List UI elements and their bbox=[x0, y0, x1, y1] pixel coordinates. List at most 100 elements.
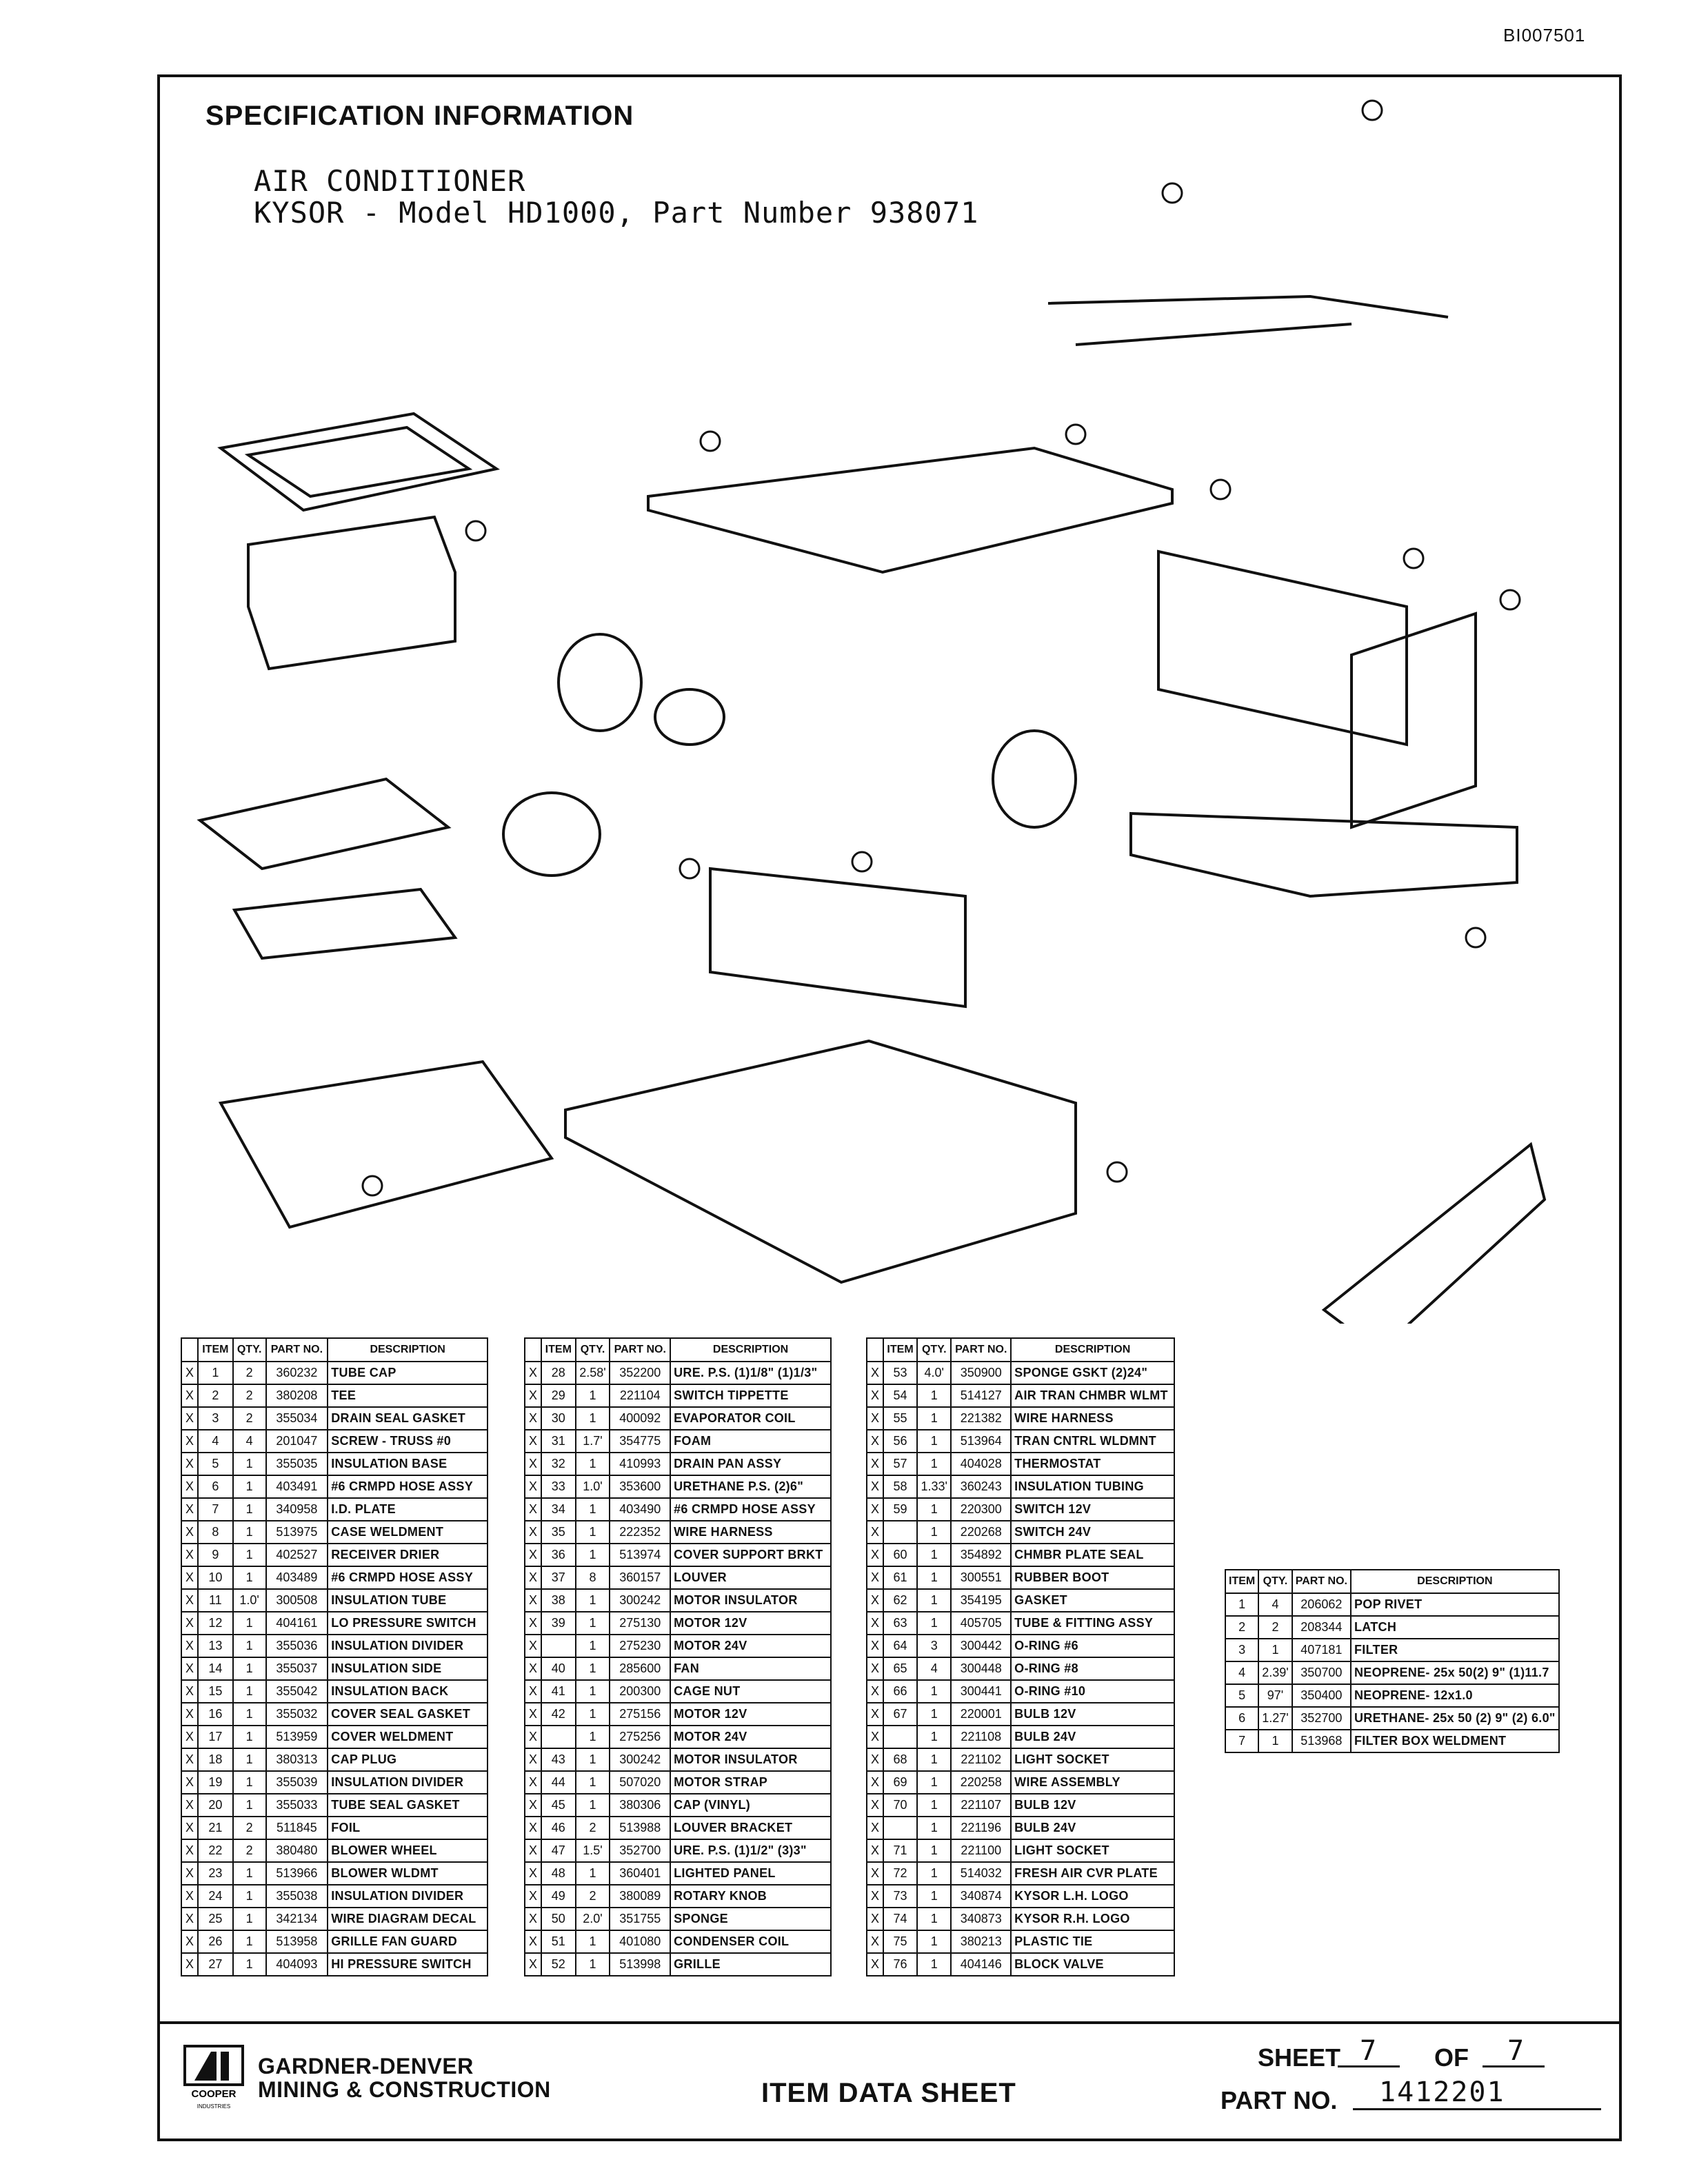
blower-right bbox=[992, 729, 1077, 829]
qty-cell: 1 bbox=[574, 1657, 611, 1681]
part-no-cell: 355039 bbox=[265, 1770, 329, 1794]
item-cell: 50 bbox=[541, 1907, 576, 1931]
qty-cell: 1 bbox=[574, 1793, 611, 1817]
check-mark: X bbox=[524, 1839, 542, 1863]
part-number-value: 1412201 bbox=[1379, 2076, 1505, 2108]
check-mark: X bbox=[866, 1497, 884, 1521]
description-cell: INSULATION TUBE bbox=[327, 1588, 488, 1612]
check-mark: X bbox=[866, 1679, 884, 1703]
description-cell: DRAIN SEAL GASKET bbox=[327, 1406, 488, 1430]
check-mark: X bbox=[524, 1452, 542, 1476]
item-cell: 75 bbox=[882, 1930, 918, 1954]
qty-cell: 1 bbox=[916, 1748, 952, 1772]
item-cell: 24 bbox=[197, 1884, 234, 1908]
part-no-cell: 340958 bbox=[265, 1497, 329, 1521]
item-cell: 49 bbox=[541, 1884, 576, 1908]
part-no-cell: 200300 bbox=[609, 1679, 672, 1703]
sheet-underline bbox=[1338, 2065, 1400, 2067]
qty-cell: 1 bbox=[916, 1702, 952, 1726]
qty-cell: 1 bbox=[574, 1384, 611, 1408]
check-mark: X bbox=[181, 1361, 199, 1385]
column-header: ITEM bbox=[541, 1337, 576, 1362]
part-no-cell: 222352 bbox=[609, 1520, 672, 1544]
item-cell: 51 bbox=[541, 1930, 576, 1954]
qty-cell: 2.58' bbox=[574, 1361, 611, 1385]
part-no-cell: 300441 bbox=[950, 1679, 1012, 1703]
qty-cell: 1 bbox=[574, 1406, 611, 1430]
column-header: DESCRIPTION bbox=[327, 1337, 488, 1362]
description-cell: MOTOR STRAP bbox=[670, 1770, 832, 1794]
item-data-sheet-title: ITEM DATA SHEET bbox=[761, 2078, 1016, 2108]
check-mark: X bbox=[524, 1497, 542, 1521]
check-mark: X bbox=[181, 1520, 199, 1544]
check-mark: X bbox=[866, 1588, 884, 1612]
item-cell: 72 bbox=[882, 1861, 918, 1885]
part-no-cell: 340874 bbox=[950, 1884, 1012, 1908]
description-cell: POP RIVET bbox=[1349, 1593, 1560, 1617]
part-no-cell: 352200 bbox=[609, 1361, 672, 1385]
part-no-cell: 275230 bbox=[609, 1634, 672, 1658]
part-no-cell: 380480 bbox=[265, 1839, 329, 1863]
description-cell: MOTOR INSULATOR bbox=[670, 1588, 832, 1612]
part-no-cell: 350400 bbox=[1291, 1684, 1352, 1708]
qty-cell: 1 bbox=[916, 1520, 952, 1544]
item-cell: 21 bbox=[197, 1816, 234, 1840]
part-no-cell: 355038 bbox=[265, 1884, 329, 1908]
item-cell: 17 bbox=[197, 1725, 234, 1749]
qty-cell: 1 bbox=[574, 1588, 611, 1612]
part-no-cell: 275130 bbox=[609, 1611, 672, 1635]
qty-cell: 4.0' bbox=[916, 1361, 952, 1385]
part-no-cell: 351755 bbox=[609, 1907, 672, 1931]
qty-cell: 8 bbox=[574, 1566, 611, 1590]
qty-cell: 1 bbox=[574, 1611, 611, 1635]
document-id: BI007501 bbox=[1503, 25, 1586, 46]
description-cell: MOTOR 24V bbox=[670, 1634, 832, 1658]
description-cell: LOUVER bbox=[670, 1566, 832, 1590]
subtitle-line-1: AIR CONDITIONER bbox=[254, 164, 526, 198]
item-cell: 62 bbox=[882, 1588, 918, 1612]
qty-cell: 1 bbox=[232, 1770, 267, 1794]
check-mark: X bbox=[866, 1520, 884, 1544]
check-mark: X bbox=[866, 1566, 884, 1590]
part-no-cell: 404161 bbox=[265, 1611, 329, 1635]
qty-cell: 1 bbox=[916, 1679, 952, 1703]
part-no-cell: 403490 bbox=[609, 1497, 672, 1521]
qty-cell: 1 bbox=[916, 1384, 952, 1408]
part-no-cell: 355032 bbox=[265, 1702, 329, 1726]
company-name: GARDNER-DENVER MINING & CONSTRUCTION bbox=[258, 2054, 551, 2101]
check-mark: X bbox=[866, 1657, 884, 1681]
column-header: PART NO. bbox=[950, 1337, 1012, 1362]
check-mark: X bbox=[524, 1384, 542, 1408]
qty-cell: 1 bbox=[916, 1429, 952, 1453]
part-no-cell: 514127 bbox=[950, 1384, 1012, 1408]
part-no-cell: 221102 bbox=[950, 1748, 1012, 1772]
description-cell: TEE bbox=[327, 1384, 488, 1408]
description-cell: LIGHTED PANEL bbox=[670, 1861, 832, 1885]
item-cell: 59 bbox=[882, 1497, 918, 1521]
check-mark: X bbox=[866, 1702, 884, 1726]
qty-cell: 1 bbox=[574, 1930, 611, 1954]
description-cell: #6 CRMPD HOSE ASSY bbox=[327, 1475, 488, 1499]
item-cell: 5 bbox=[197, 1452, 234, 1476]
qty-cell: 1 bbox=[232, 1907, 267, 1931]
description-cell: LO PRESSURE SWITCH bbox=[327, 1611, 488, 1635]
part-no-cell: 354775 bbox=[609, 1429, 672, 1453]
description-cell: TUBE & FITTING ASSY bbox=[1010, 1611, 1175, 1635]
part-no-cell: 380213 bbox=[950, 1930, 1012, 1954]
part-no-cell: 354195 bbox=[950, 1588, 1012, 1612]
